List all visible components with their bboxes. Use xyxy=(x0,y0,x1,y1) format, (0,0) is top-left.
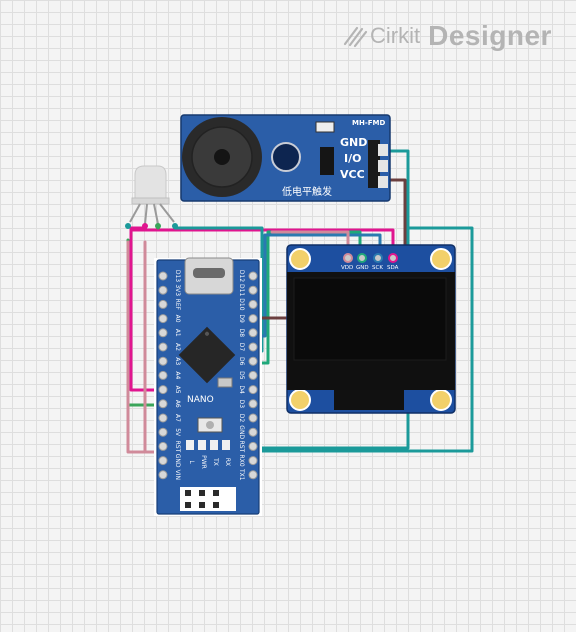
nano-pin-right-d3[interactable] xyxy=(248,399,258,409)
crystal xyxy=(217,377,233,388)
nano-pin-left-rst[interactable] xyxy=(158,441,168,451)
nano-pin-right-d5[interactable] xyxy=(248,370,258,380)
nano-pin-label: REF xyxy=(174,299,181,311)
nano-pin-label: GND xyxy=(174,454,181,468)
nano-pin-right-gnd[interactable] xyxy=(248,427,258,437)
logo-product-text: Designer xyxy=(428,20,552,51)
nano-led-label: TX xyxy=(212,457,219,466)
buzzer-pin-gnd: GND xyxy=(340,136,367,149)
wire-teal-oled[interactable] xyxy=(243,226,474,453)
oled-display[interactable]: VDD GND SCK SDA xyxy=(286,244,456,414)
nano-pin-label: A1 xyxy=(174,329,181,337)
nano-pin-label: D2 xyxy=(238,414,245,423)
nano-pin-label: D9 xyxy=(238,314,245,323)
nano-pin-label: D3 xyxy=(238,400,245,409)
nano-pin-right-d8[interactable] xyxy=(248,328,258,338)
nano-pin-right-tx1[interactable] xyxy=(248,470,258,480)
nano-led-label: RX xyxy=(224,458,231,466)
nano-led-label: PWR xyxy=(200,455,207,469)
rgb-led[interactable] xyxy=(125,165,178,229)
nano-pin-label: D6 xyxy=(238,357,245,366)
nano-pin-right-d10[interactable] xyxy=(248,299,258,309)
nano-label: NANO xyxy=(187,395,214,405)
nano-pin-label: D8 xyxy=(238,329,245,338)
nano-pin-left-a0[interactable] xyxy=(158,314,168,324)
nano-pin-left-a7[interactable] xyxy=(158,413,168,423)
nano-pin-right-d2[interactable] xyxy=(248,413,258,423)
nano-pin-label: TX1 xyxy=(238,468,245,481)
nano-pin-left-ref[interactable] xyxy=(158,299,168,309)
nano-pin-right-d6[interactable] xyxy=(248,356,258,366)
nano-led-label: L xyxy=(188,460,195,464)
oled-mount-hole-tr xyxy=(430,248,452,270)
nano-pin-label: D11 xyxy=(238,284,245,296)
mount-hole xyxy=(271,142,301,172)
nano-pin-left-gnd[interactable] xyxy=(158,456,168,466)
cirkit-designer-logo: Cirkit Designer xyxy=(342,20,552,52)
logo-brand-text: Cirkit xyxy=(370,23,421,48)
nano-pin-right-d4[interactable] xyxy=(248,385,258,395)
buzzer-transistor xyxy=(320,147,334,175)
nano-pin-label: D4 xyxy=(238,385,245,394)
nano-pin-left-3v3[interactable] xyxy=(158,285,168,295)
nano-pin-label: A2 xyxy=(174,343,181,351)
buzzer-module[interactable]: MH-FMD GND I/O VCC 低电平触发 xyxy=(180,114,391,202)
nano-pin-label: A3 xyxy=(174,357,181,365)
nano-pin-label: RST xyxy=(174,441,181,453)
oled-pin-vdd: VDD xyxy=(341,265,353,271)
arduino-nano[interactable]: NANO D133V3REFA0A1A2A3A4A5A6A75VRSTGNDVI… xyxy=(154,257,262,516)
nano-pin-label: VIN xyxy=(174,470,181,480)
nano-pin-left-a3[interactable] xyxy=(158,356,168,366)
oled-ribbon xyxy=(334,390,404,410)
buzzer-pin-io: I/O xyxy=(344,152,361,165)
nano-pin-label: D7 xyxy=(238,343,245,352)
oled-mount-hole-tl xyxy=(289,248,311,270)
nano-pin-left-a2[interactable] xyxy=(158,342,168,352)
nano-pin-label: A6 xyxy=(174,400,181,408)
nano-pin-label: 3V3 xyxy=(174,284,181,296)
nano-pin-left-5v[interactable] xyxy=(158,427,168,437)
nano-pin-label: D5 xyxy=(238,371,245,380)
buzzer-header xyxy=(368,140,380,188)
cirkit-logo-icon xyxy=(343,26,368,48)
nano-pin-label: RX0 xyxy=(238,455,245,467)
nano-pin-label: 5V xyxy=(174,428,181,437)
nano-pin-label: D12 xyxy=(238,270,245,282)
nano-pin-label: A4 xyxy=(174,371,181,379)
nano-pin-label: D13 xyxy=(174,270,181,282)
nano-pin-left-a1[interactable] xyxy=(158,328,168,338)
nano-pin-right-d9[interactable] xyxy=(248,314,258,324)
oled-pin-sck: SCK xyxy=(372,265,383,271)
nano-pin-left-a4[interactable] xyxy=(158,370,168,380)
nano-pin-left-vin[interactable] xyxy=(158,470,168,480)
buzzer-module-label: MH-FMD xyxy=(352,119,385,127)
nano-pin-left-d13[interactable] xyxy=(158,271,168,281)
nano-pin-left-a5[interactable] xyxy=(158,385,168,395)
nano-pin-label: A0 xyxy=(174,315,181,323)
buzzer-caption: 低电平触发 xyxy=(282,185,332,198)
nano-pin-label: D10 xyxy=(238,298,245,310)
nano-pin-label: A7 xyxy=(174,414,181,422)
nano-pin-right-rst[interactable] xyxy=(248,441,258,451)
oled-mount-hole-br xyxy=(430,389,452,411)
nano-pin-label: A5 xyxy=(174,386,181,394)
nano-pin-right-rx0[interactable] xyxy=(248,456,258,466)
nano-pin-right-d7[interactable] xyxy=(248,342,258,352)
nano-pin-right-d12[interactable] xyxy=(248,271,258,281)
oled-pin-sda: SDA xyxy=(387,265,399,271)
nano-pin-label: RST xyxy=(238,441,245,453)
nano-pin-label: GND xyxy=(238,425,245,439)
buzzer-pin-vcc: VCC xyxy=(340,168,365,181)
oled-mount-hole-bl xyxy=(289,389,311,411)
buzzer-smd-part xyxy=(315,121,335,133)
oled-screen xyxy=(293,277,447,361)
nano-pin-right-d11[interactable] xyxy=(248,285,258,295)
nano-pin-left-a6[interactable] xyxy=(158,399,168,409)
oled-pin-gnd: GND xyxy=(356,265,369,271)
